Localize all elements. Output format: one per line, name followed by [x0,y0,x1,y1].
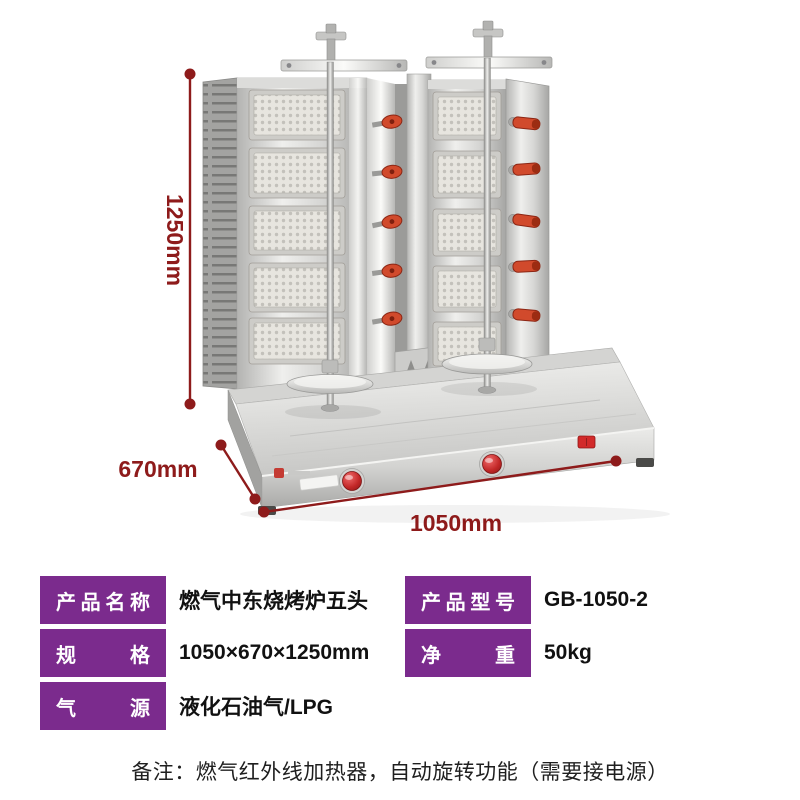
spec-label-weight-text: 净重 [421,644,515,667]
left-vent-panel [202,77,238,390]
machine-foot-right [636,458,654,467]
burner-panels-right [432,91,502,367]
right-control-panel [505,78,550,395]
spec-value-model-text: GB-1050-2 [544,588,648,611]
height-dimension-label: 1250mm [162,194,188,286]
front-control-knob-right [479,451,505,477]
spec-value-gas: 液化石油气/LPG [169,682,402,730]
spec-label-gas: 气源 [40,682,166,730]
spec-value-product-name-text: 燃气中东烧烤炉五头 [179,590,368,613]
note-text: 备注：燃气红外线加热器，自动旋转功能（需要接电源） [131,761,669,784]
spec-value-model: GB-1050-2 [534,576,760,624]
front-sticker [299,474,339,491]
machine-illustration [202,20,670,523]
spec-table: 产品名称 燃气中东烧烤炉五头 产品型号 GB-1050-2 规格 1050×67… [40,576,760,730]
center-support-column [367,73,444,390]
left-tower-gas-knobs [371,114,403,326]
power-switch [577,435,596,449]
spec-value-gas-text: 液化石油气/LPG [179,696,334,719]
skewer-rod-left [286,61,374,412]
product-figure: 1250mm 670mm 1050mm [118,20,670,536]
left-burner-tower [236,77,368,391]
width-dimension-label: 1050mm [410,510,502,536]
spec-label-weight: 净重 [405,629,531,677]
top-mounting-bars [280,20,553,72]
spec-label-model: 产品型号 [405,576,531,624]
spec-label-product-name: 产品名称 [40,576,166,624]
front-control-knob-left [339,468,365,494]
burner-panels-left [248,89,346,365]
dimension-width: 1050mm [258,455,622,536]
skewer-rod-right [441,57,533,394]
brand-logo [274,468,284,478]
spec-value-size: 1050×670×1250mm [169,629,402,677]
spec-empty-cell [534,682,760,730]
spec-label-size-text: 规格 [56,644,150,667]
ground-shadow [240,505,670,523]
spec-value-size-text: 1050×670×1250mm [179,641,370,664]
right-tower-gas-knobs [508,116,541,322]
dimension-depth: 670mm [118,439,261,505]
spec-value-weight: 50kg [534,629,760,677]
spec-label-model-text: 产品型号 [421,591,515,614]
spec-label-gas-text: 气源 [56,697,150,720]
spec-label-size: 规格 [40,629,166,677]
depth-dimension-label: 670mm [118,456,197,482]
dimension-height: 1250mm [162,68,196,410]
spec-value-product-name: 燃气中东烧烤炉五头 [169,576,402,624]
spec-label-product-name-text: 产品名称 [56,591,150,614]
spec-value-weight-text: 50kg [544,641,592,664]
spec-empty-cell [405,682,531,730]
